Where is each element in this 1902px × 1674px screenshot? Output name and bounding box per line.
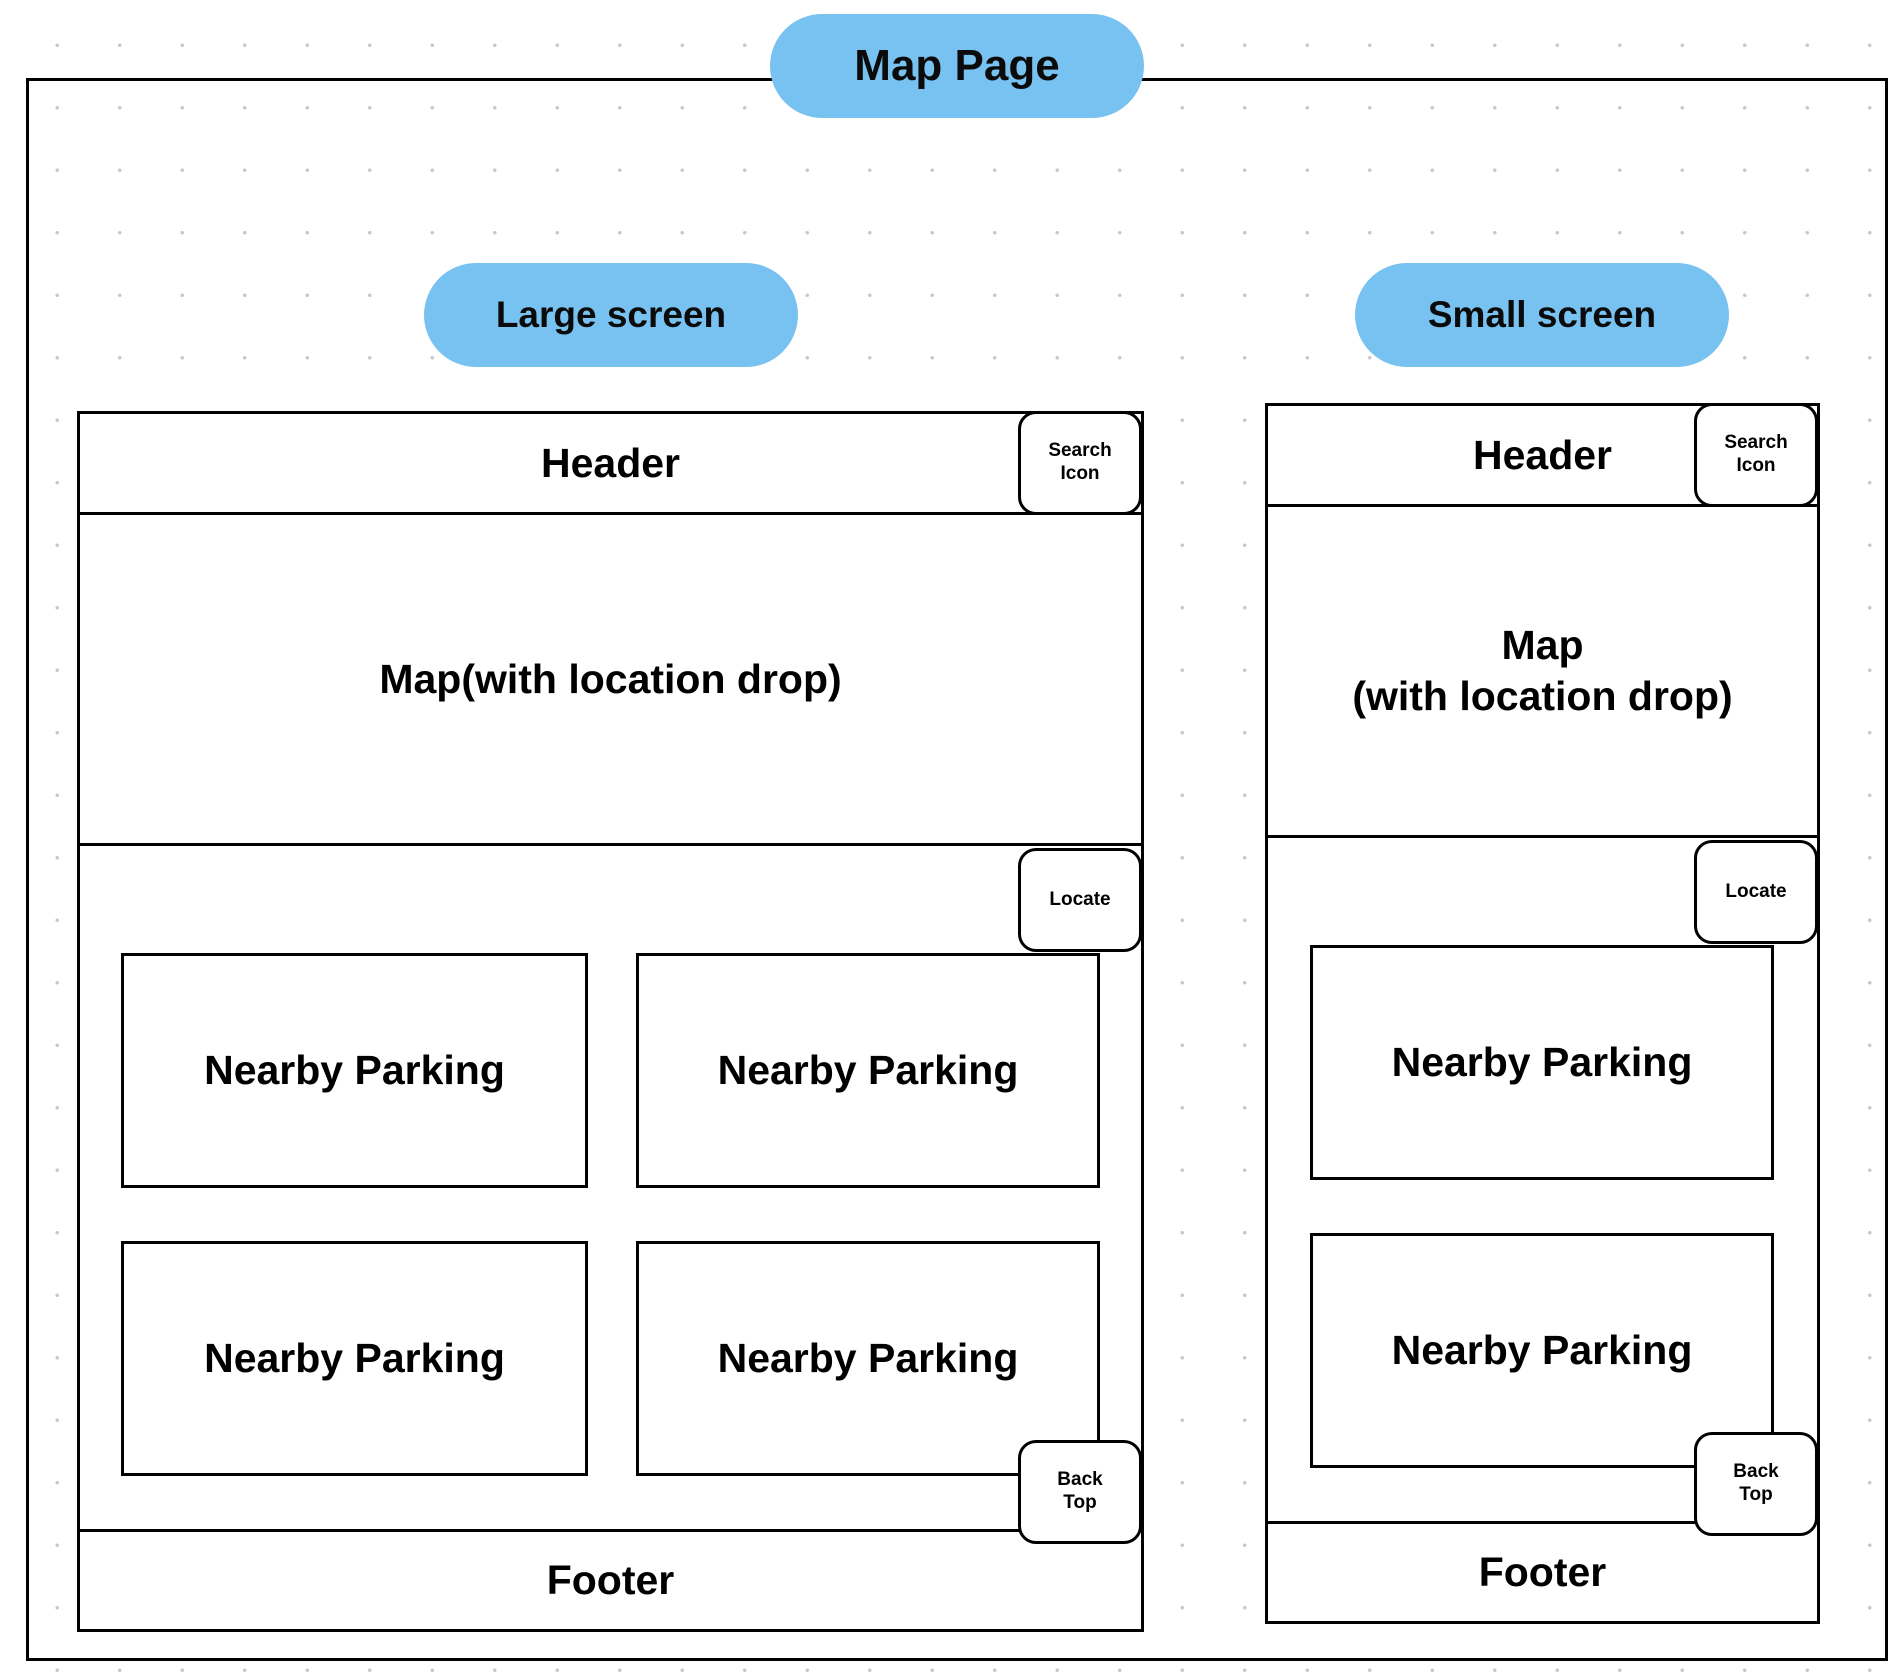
page-title: Map Page	[770, 14, 1144, 118]
small-locate-button[interactable]: Locate	[1694, 840, 1818, 944]
large-locate-button[interactable]: Locate	[1018, 848, 1142, 952]
large-footer: Footer	[77, 1529, 1144, 1632]
large-nearby-parking-card[interactable]: Nearby Parking	[121, 953, 588, 1188]
small-footer: Footer	[1265, 1521, 1820, 1624]
large-back-top-button[interactable]: Back Top	[1018, 1440, 1142, 1544]
small-nearby-parking-card[interactable]: Nearby Parking	[1310, 1233, 1774, 1468]
small-back-top-button[interactable]: Back Top	[1694, 1432, 1818, 1536]
small-nearby-parking-card[interactable]: Nearby Parking	[1310, 945, 1774, 1180]
large-nearby-parking-card[interactable]: Nearby Parking	[121, 1241, 588, 1476]
large-search-icon-button[interactable]: Search Icon	[1018, 411, 1142, 515]
small-map[interactable]: Map (with location drop)	[1265, 504, 1820, 838]
large-header: Header	[77, 411, 1144, 515]
large-nearby-parking-card[interactable]: Nearby Parking	[636, 953, 1100, 1188]
small-screen-label: Small screen	[1355, 263, 1729, 367]
large-screen-label: Large screen	[424, 263, 798, 367]
large-nearby-parking-card[interactable]: Nearby Parking	[636, 1241, 1100, 1476]
large-map[interactable]: Map(with location drop)	[77, 512, 1144, 846]
small-search-icon-button[interactable]: Search Icon	[1694, 403, 1818, 507]
